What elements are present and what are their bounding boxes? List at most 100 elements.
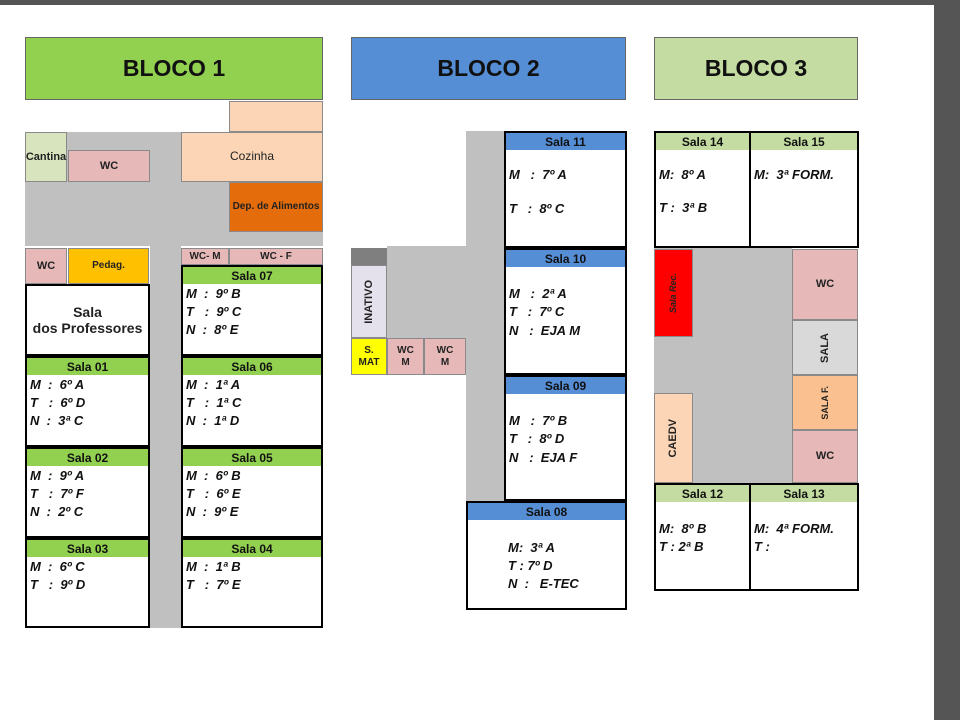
dep-alimentos-room: Dep. de Alimentos xyxy=(229,182,323,232)
sala-01-title: Sala 01 xyxy=(27,358,148,375)
sala-08: Sala 08 M: 3ª A T : 7º D N : E-TEC xyxy=(466,501,627,610)
sala-room-b3: SALA xyxy=(792,320,858,375)
sala-12-title: Sala 12 xyxy=(656,485,749,502)
wc-room-b3-bottom: WC xyxy=(792,430,858,483)
sala-05-line-t: T : 6º E xyxy=(186,486,241,501)
bloco-3-header: BLOCO 3 xyxy=(654,37,858,100)
sala-f-room: SALA F. xyxy=(792,375,858,430)
sala-09-line-n: N : EJA F xyxy=(509,450,578,465)
bloco1-corridor-center xyxy=(150,246,181,628)
sala-01: Sala 01 M : 6º A T : 6º D N : 3ª C xyxy=(25,356,150,447)
caedv-room: CAEDV xyxy=(654,393,693,483)
sala-04-title: Sala 04 xyxy=(183,540,321,557)
sala-02-line-t: T : 7º F xyxy=(30,486,84,501)
sala-06: Sala 06 M : 1ª A T : 1ª C N : 1ª D xyxy=(181,356,323,447)
sala-14-title: Sala 14 xyxy=(656,133,749,150)
sala-14-line-t: T : 3ª B xyxy=(659,200,708,215)
sala-15-line-m: M: 3ª FORM. xyxy=(754,167,834,182)
caedv-label: CAEDV xyxy=(667,418,680,458)
sala-03-title: Sala 03 xyxy=(27,540,148,557)
cantina-room: Cantina xyxy=(25,132,67,182)
sala-01-line-n: N : 3ª C xyxy=(30,413,84,428)
wc-m-room-2: WC M xyxy=(424,338,466,375)
sala-15-title: Sala 15 xyxy=(751,133,857,150)
sala-08-line-n: N : E-TEC xyxy=(508,576,579,591)
sala-12-line-t: T : 2ª B xyxy=(659,539,704,554)
peach-room-top xyxy=(229,101,323,132)
sala-13-line-m: M: 4ª FORM. xyxy=(754,521,834,536)
sala-02-line-m: M : 9º A xyxy=(30,468,85,483)
sala-10: Sala 10 M : 2ª A T : 7º C N : EJA M xyxy=(504,248,627,375)
sala-08-title: Sala 08 xyxy=(468,503,625,520)
wc-m-room-1: WC M xyxy=(387,338,424,375)
inativo-room: INATIVO xyxy=(351,265,387,338)
sala-13-line-t: T : xyxy=(754,539,770,554)
sala-14-line-m: M: 8º A xyxy=(659,167,706,182)
sala-professores-room: Sala dos Professores xyxy=(25,284,150,356)
sala-02-title: Sala 02 xyxy=(27,449,148,466)
sala-07-title: Sala 07 xyxy=(183,267,321,284)
bloco2-corridor-horizontal xyxy=(387,246,467,338)
sala-rec-label: Sala Rec. xyxy=(668,272,679,314)
sala-05-line-n: N : 9º E xyxy=(186,504,239,519)
sala-f-label: SALA F. xyxy=(819,385,830,420)
sala-08-line-m: M: 3ª A xyxy=(508,540,555,555)
sala-12: Sala 12 M: 8º B T : 2ª B xyxy=(654,483,751,591)
sala-10-line-n: N : EJA M xyxy=(509,323,581,338)
sala-02-line-n: N : 2º C xyxy=(30,504,84,519)
sala-11-line-t: T : 8º C xyxy=(509,201,565,216)
sala-07-line-t: T : 9º C xyxy=(186,304,242,319)
sala-06-title: Sala 06 xyxy=(183,358,321,375)
sala-09-title: Sala 09 xyxy=(506,377,625,394)
sala-13: Sala 13 M: 4ª FORM. T : xyxy=(749,483,859,591)
sala-label: SALA xyxy=(818,332,831,363)
sala-07-line-m: M : 9º B xyxy=(186,286,241,301)
sala-05: Sala 05 M : 6º B T : 6º E N : 9º E xyxy=(181,447,323,538)
sala-14: Sala 14 M: 8º A T : 3ª B xyxy=(654,131,751,248)
sala-11-line-m: M : 7º A xyxy=(509,167,567,182)
sala-10-line-m: M : 2ª A xyxy=(509,286,567,301)
sala-04-line-t: T : 7º E xyxy=(186,577,241,592)
bloco-1-header: BLOCO 1 xyxy=(25,37,323,100)
sala-09-line-m: M : 7º B xyxy=(509,413,568,428)
sala-01-line-m: M : 6º A xyxy=(30,377,85,392)
wc-room-b3-top: WC xyxy=(792,249,858,320)
sala-03-line-t: T : 9º D xyxy=(30,577,86,592)
sala-09-line-t: T : 8º D xyxy=(509,431,565,446)
right-frame-bar xyxy=(934,0,960,720)
sala-03: Sala 03 M : 6º C T : 9º D xyxy=(25,538,150,628)
sala-12-line-m: M: 8º B xyxy=(659,521,707,536)
pedag-room: Pedag. xyxy=(68,248,149,284)
sala-07-line-n: N : 8º E xyxy=(186,322,239,337)
sala-11-title: Sala 11 xyxy=(506,133,625,150)
cozinha-room: Cozinha xyxy=(181,132,323,182)
sala-04-line-m: M : 1ª B xyxy=(186,559,241,574)
sala-04: Sala 04 M : 1ª B T : 7º E xyxy=(181,538,323,628)
inativo-label: INATIVO xyxy=(362,279,375,324)
sala-05-line-m: M : 6º B xyxy=(186,468,241,483)
wc-f-room: WC - F xyxy=(229,248,323,265)
sala-13-title: Sala 13 xyxy=(751,485,857,502)
wc-left-room: WC xyxy=(25,248,67,284)
s-mat-room: S. MAT xyxy=(351,338,387,375)
sala-06-line-t: T : 1ª C xyxy=(186,395,242,410)
sala-06-line-m: M : 1ª A xyxy=(186,377,241,392)
sala-15: Sala 15 M: 3ª FORM. xyxy=(749,131,859,248)
bloco2-dark-cell xyxy=(351,248,387,265)
wc-room: WC xyxy=(68,150,150,182)
bloco2-corridor-vertical xyxy=(466,131,504,501)
sala-06-line-n: N : 1ª D xyxy=(186,413,240,428)
sala-08-line-t: T : 7º D xyxy=(508,558,553,573)
bloco-2-header: BLOCO 2 xyxy=(351,37,626,100)
sala-10-title: Sala 10 xyxy=(506,250,625,267)
sala-10-line-t: T : 7º C xyxy=(509,304,565,319)
sala-rec-room: Sala Rec. xyxy=(654,249,693,337)
sala-09: Sala 09 M : 7º B T : 8º D N : EJA F xyxy=(504,375,627,501)
sala-02: Sala 02 M : 9º A T : 7º F N : 2º C xyxy=(25,447,150,538)
wc-m-room: WC- M xyxy=(181,248,229,265)
sala-03-line-m: M : 6º C xyxy=(30,559,85,574)
top-frame-bar xyxy=(0,0,960,5)
sala-01-line-t: T : 6º D xyxy=(30,395,86,410)
sala-11: Sala 11 M : 7º A T : 8º C xyxy=(504,131,627,248)
sala-07: Sala 07 M : 9º B T : 9º C N : 8º E xyxy=(181,265,323,356)
